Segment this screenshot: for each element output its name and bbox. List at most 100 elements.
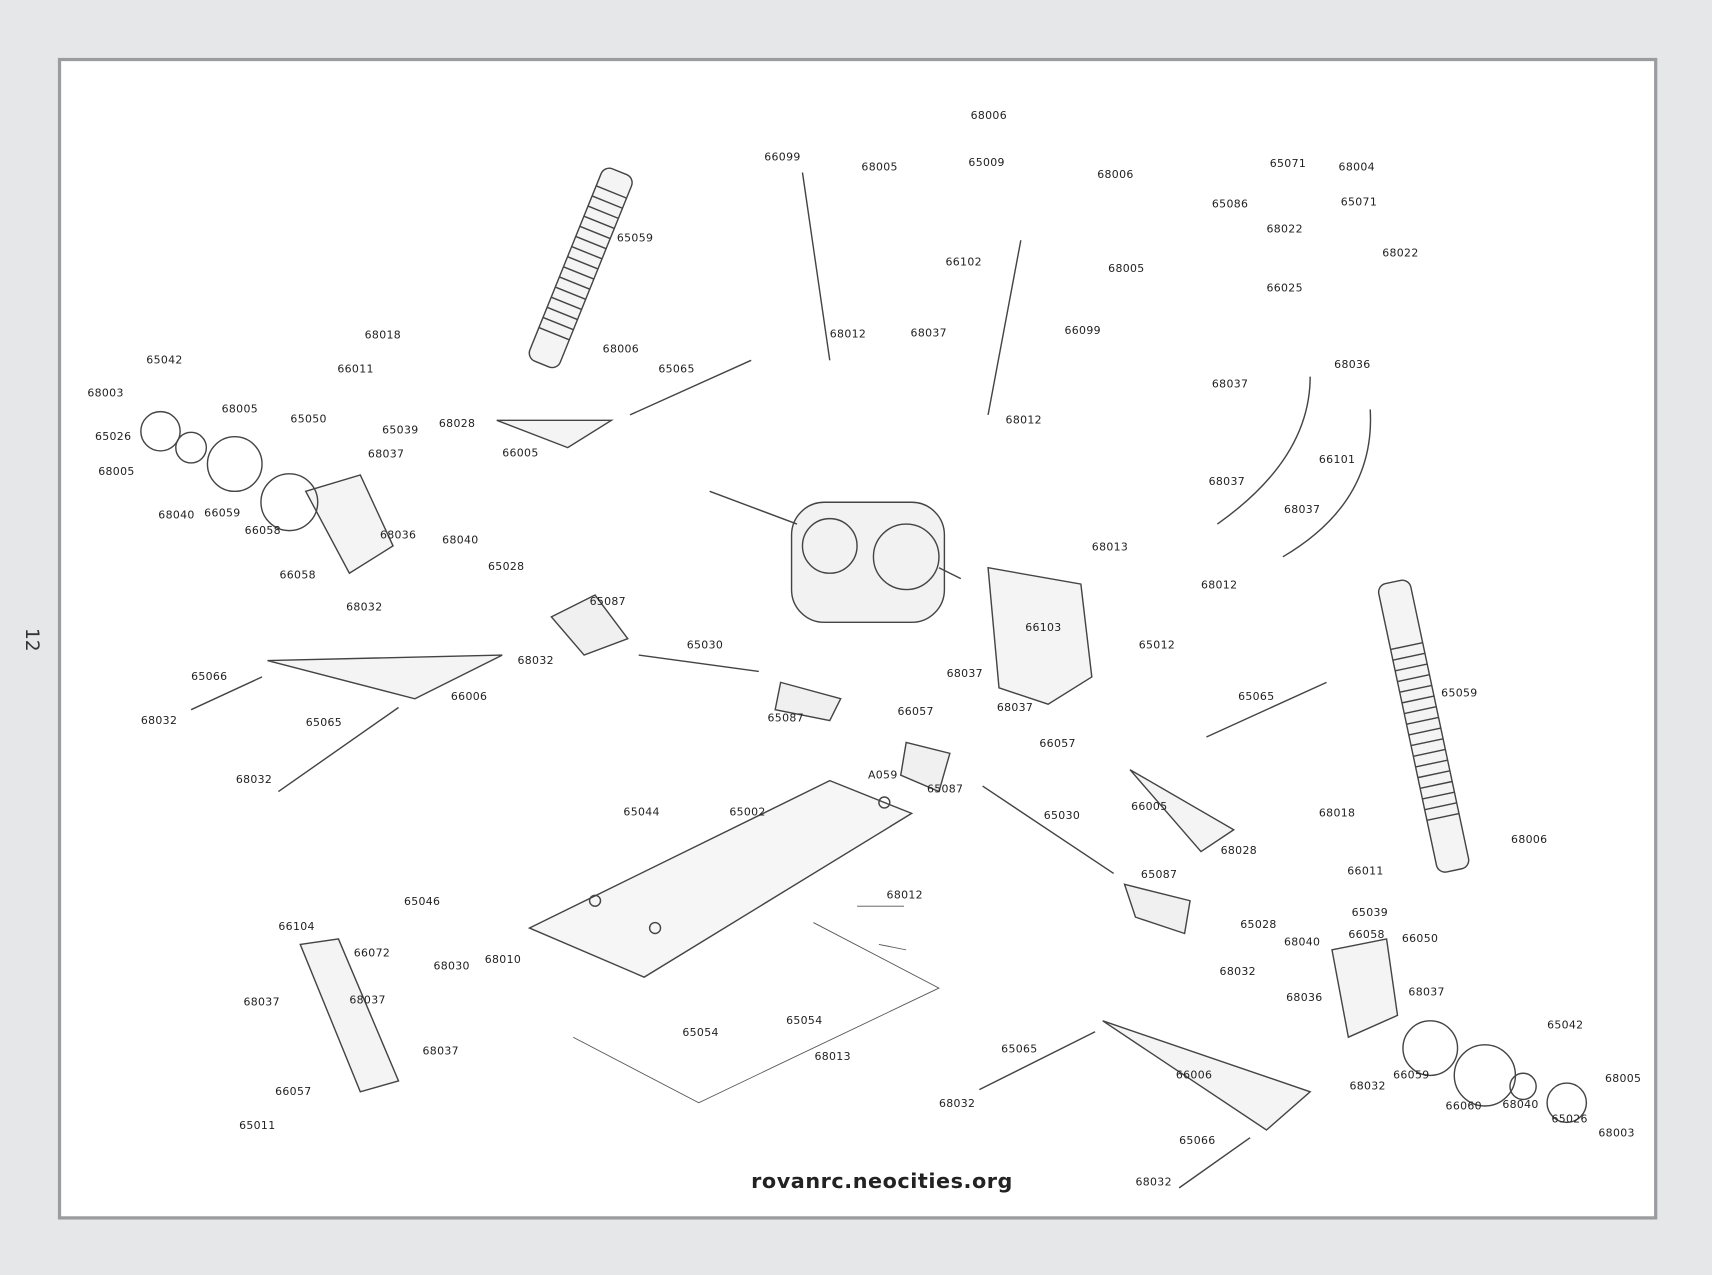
- part-number-label: 65086: [1211, 198, 1249, 211]
- part-number-label: 68012: [1005, 414, 1042, 427]
- part-number-label: 68010: [484, 954, 522, 967]
- part-number-label: 66101: [1318, 454, 1356, 467]
- part-number-label: 66005: [1131, 801, 1168, 814]
- part-number-label: 65066: [191, 671, 228, 684]
- part-number-label: 68032: [517, 655, 554, 668]
- part-number-label: 68037: [996, 702, 1034, 715]
- part-number-label: 68030: [433, 960, 470, 973]
- drive-shafts: [550, 594, 1191, 935]
- part-number-label: 68040: [1502, 1099, 1539, 1112]
- part-number-label: 66058: [1348, 929, 1385, 942]
- part-number-label: 68022: [1266, 223, 1303, 236]
- part-number-label: 66059: [1393, 1069, 1430, 1082]
- part-number-label: 65065: [658, 363, 695, 376]
- part-number-label: 68022: [1382, 247, 1419, 260]
- part-number-label: 65026: [94, 431, 132, 444]
- part-number-label: 65065: [1238, 691, 1275, 704]
- part-number-label: 68036: [379, 529, 417, 542]
- part-number-label: 68040: [442, 534, 479, 547]
- part-number-label: 65030: [1043, 810, 1081, 823]
- part-number-label: 65002: [729, 806, 766, 819]
- part-number-label: 66006: [1175, 1069, 1213, 1082]
- part-number-label: 66104: [278, 921, 315, 934]
- part-number-label: 65012: [1138, 639, 1176, 652]
- bulkhead: [299, 474, 1399, 1093]
- part-number-label: A059: [867, 769, 898, 782]
- gearbox: [709, 490, 962, 624]
- part-number-label: 65054: [786, 1015, 823, 1028]
- part-number-label: 68040: [1283, 936, 1321, 949]
- part-number-label: 68032: [235, 774, 273, 787]
- part-number-label: 68003: [1598, 1127, 1635, 1140]
- part-number-label: 65087: [1140, 869, 1178, 882]
- part-number-label: 65087: [926, 783, 964, 796]
- part-number-label: 65009: [968, 157, 1005, 170]
- part-number-label: 66050: [1401, 933, 1439, 946]
- part-number-label: 68032: [140, 715, 178, 728]
- part-number-label: 66011: [337, 363, 374, 376]
- part-number-label: 66099: [1064, 325, 1101, 338]
- part-number-label: 68003: [87, 387, 124, 400]
- hub-carriers: [140, 410, 1588, 1124]
- part-number-label: 68037: [243, 996, 280, 1009]
- part-number-label: 65071: [1269, 158, 1307, 171]
- part-number-label: 66060: [1445, 1100, 1482, 1113]
- part-number-label: 66058: [244, 525, 281, 538]
- part-number-label: 65030: [686, 639, 724, 652]
- part-number-label: 65042: [146, 354, 183, 367]
- part-number-label: 65028: [1240, 919, 1277, 932]
- part-number-label: 65028: [488, 561, 525, 574]
- part-number-label: 68006: [1097, 169, 1134, 182]
- chassis-plate: [527, 779, 914, 978]
- part-number-label: 68028: [1220, 845, 1258, 858]
- part-number-label: 65011: [239, 1120, 276, 1133]
- part-number-label: 68032: [1349, 1080, 1386, 1093]
- part-number-label: 68037: [946, 668, 983, 681]
- part-number-label: 66103: [1025, 622, 1062, 635]
- suspension-arms: [267, 419, 1312, 1131]
- part-number-label: 68040: [158, 509, 195, 522]
- part-number-label: 68005: [861, 161, 898, 174]
- part-number-label: 66099: [764, 151, 801, 164]
- part-number-label: 68013: [1091, 541, 1129, 554]
- part-number-label: 65065: [1001, 1043, 1038, 1056]
- part-number-label: 68037: [1211, 378, 1249, 391]
- part-number-label: 68037: [422, 1045, 459, 1058]
- part-number-label: 65026: [1551, 1113, 1588, 1126]
- footer-url: rovanrc.neocities.org: [751, 1169, 1013, 1194]
- part-number-label: 68006: [1511, 834, 1548, 847]
- screw-group-leader: [572, 905, 940, 1104]
- part-number-label: 66057: [275, 1086, 312, 1099]
- rear-shock-left: [528, 167, 633, 369]
- part-number-label: 68012: [886, 889, 923, 902]
- part-number-label: 68018: [1318, 807, 1356, 820]
- part-number-label: 68005: [1108, 263, 1145, 276]
- part-number-label: 68037: [1408, 986, 1445, 999]
- part-number-label: 68018: [364, 329, 402, 342]
- shock-right: [1377, 579, 1470, 873]
- part-number-label: 66005: [502, 447, 539, 460]
- part-number-label: 66011: [1347, 865, 1384, 878]
- part-number-label: 66025: [1266, 282, 1303, 295]
- part-number-label: 66102: [945, 256, 982, 269]
- part-number-label: 68036: [1286, 992, 1323, 1005]
- part-number-label: 68037: [367, 448, 405, 461]
- part-number-label: 65039: [382, 424, 419, 437]
- part-number-label: 68037: [1208, 476, 1245, 489]
- part-number-label: 68028: [438, 418, 476, 431]
- part-number-label: 65087: [767, 712, 804, 725]
- part-number-label: 65042: [1547, 1019, 1584, 1032]
- part-number-label: 66059: [204, 507, 241, 520]
- part-number-label: 66057: [1039, 738, 1076, 751]
- part-number-label: 68005: [98, 466, 135, 479]
- part-number-label: 68004: [1338, 161, 1375, 174]
- part-number-label: 68006: [970, 110, 1007, 123]
- part-number-label: 68013: [814, 1051, 851, 1064]
- part-number-label: 65071: [1340, 196, 1378, 209]
- part-number-label: 68032: [938, 1098, 976, 1111]
- part-number-label: 66072: [353, 947, 391, 960]
- part-number-label: 68036: [1334, 359, 1371, 372]
- pins-and-rods: [190, 172, 1372, 1189]
